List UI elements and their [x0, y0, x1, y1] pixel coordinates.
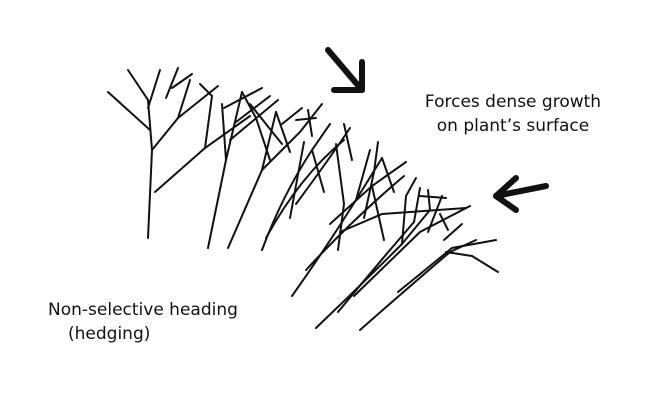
branch: [295, 117, 317, 121]
branch: [261, 103, 323, 171]
branch: [355, 149, 371, 201]
branch: [439, 213, 449, 231]
forces-label-line-1: Forces dense growth: [424, 92, 602, 112]
branch: [307, 109, 313, 137]
branch: [171, 73, 193, 89]
branch: [249, 103, 283, 145]
branch: [371, 185, 385, 241]
branch: [339, 207, 467, 233]
branch: [359, 239, 477, 331]
heading-label-line-1: Non-selective heading: [48, 300, 238, 320]
branch: [199, 83, 214, 149]
branch: [413, 187, 421, 223]
branch: [265, 139, 345, 239]
non-selective-heading-label: Non-selective heading (hedging): [48, 298, 238, 346]
branch: [281, 107, 303, 125]
branch: [329, 161, 407, 225]
branch: [445, 251, 499, 273]
arrow-down-right-icon: [325, 47, 365, 93]
branch: [221, 103, 227, 161]
branch: [223, 87, 263, 109]
branch: [427, 195, 443, 233]
branch: [147, 69, 161, 109]
forces-dense-growth-label: Forces dense growth on plant’s surface: [398, 90, 628, 138]
branch: [207, 91, 243, 249]
branch: [427, 189, 431, 211]
branch: [177, 85, 219, 119]
branch: [165, 67, 179, 99]
branch: [337, 221, 415, 313]
heading-label-line-2: (hedging): [68, 324, 151, 344]
branch: [343, 123, 353, 161]
branch: [289, 141, 305, 219]
branch: [381, 157, 395, 193]
branch: [419, 195, 447, 199]
branch: [353, 205, 471, 297]
arrow-left-icon: [493, 175, 549, 213]
branch: [107, 91, 151, 131]
branch: [275, 111, 291, 153]
branch: [229, 99, 279, 141]
forces-label-line-2: on plant’s surface: [436, 116, 590, 136]
branch: [127, 69, 154, 239]
branch: [227, 111, 277, 249]
branch: [311, 149, 325, 193]
branch: [401, 177, 417, 245]
branch: [397, 239, 497, 293]
branch: [443, 223, 463, 241]
branch: [151, 79, 191, 151]
branch: [363, 141, 379, 219]
hedge-branches: [107, 67, 499, 331]
